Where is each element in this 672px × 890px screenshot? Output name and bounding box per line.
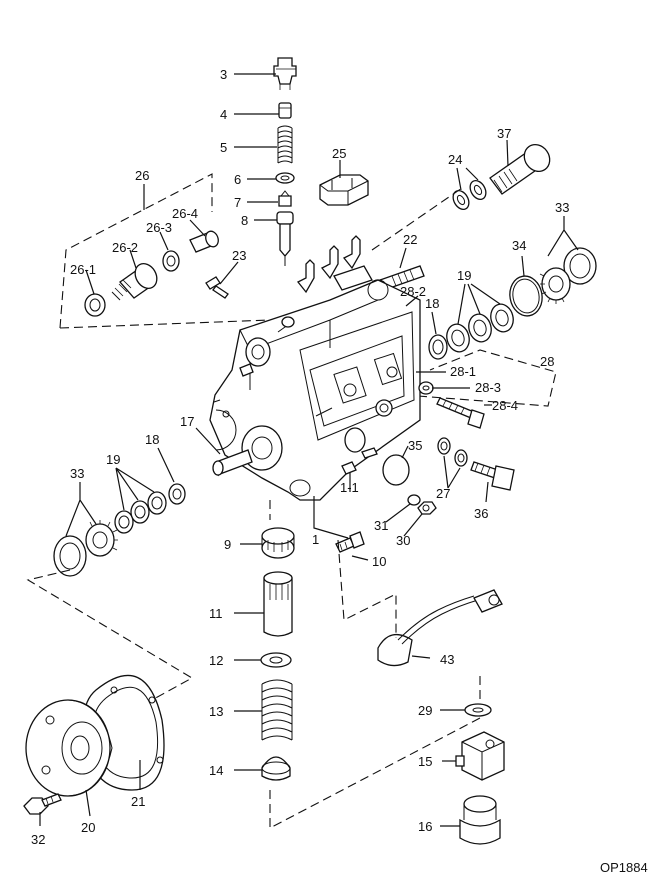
label-32: 32 (31, 832, 45, 847)
label-34: 34 (512, 238, 526, 253)
part-31-washer (407, 494, 421, 506)
label-31: 31 (374, 518, 388, 533)
label-15: 15 (418, 754, 432, 769)
part-14-seat (261, 756, 291, 781)
part-24-washers (452, 180, 487, 210)
part-19-washers-bottom (114, 491, 167, 534)
part-18-ring-bottom (168, 483, 186, 505)
part-27-washers (437, 437, 468, 467)
part-12-washer (260, 652, 292, 668)
part-8-delivery-valve (276, 211, 294, 266)
label-7: 7 (234, 195, 241, 210)
label-28-2: 28-2 (400, 284, 426, 299)
part-20-flange (25, 699, 113, 797)
part-9-collar (261, 527, 295, 559)
part-26-2 (111, 263, 158, 301)
label-37: 37 (497, 126, 511, 141)
part-28-3-washer (418, 381, 434, 395)
label-20: 20 (81, 820, 95, 835)
label-28: 28 (540, 354, 554, 369)
label-43: 43 (440, 652, 454, 667)
part-6-washer (275, 172, 295, 184)
label-28-1: 28-1 (450, 364, 476, 379)
part-36-bolt (470, 461, 515, 491)
part-18-ring-top (428, 334, 448, 360)
label-27: 27 (436, 486, 450, 501)
label-5: 5 (220, 140, 227, 155)
label-12: 12 (209, 653, 223, 668)
label-16: 16 (418, 819, 432, 834)
part-26-4 (189, 230, 219, 253)
label-29: 29 (418, 703, 432, 718)
part-4-valve (278, 102, 292, 119)
label-28-4: 28-4 (492, 398, 518, 413)
part-13-spring (261, 679, 293, 741)
label-3: 3 (220, 67, 227, 82)
label-35: 35 (408, 438, 422, 453)
label-36: 36 (474, 506, 488, 521)
part-7-holder (278, 190, 292, 207)
part-10-screw (335, 531, 365, 553)
label-23: 23 (232, 248, 246, 263)
label-6: 6 (234, 172, 241, 187)
label-8: 8 (241, 213, 248, 228)
part-28-4-bolt (436, 397, 485, 429)
label-24: 24 (448, 152, 462, 167)
part-35-plate (382, 454, 410, 486)
label-21: 21 (131, 794, 145, 809)
part-15-solenoid (455, 731, 505, 781)
part-29-washer (464, 703, 492, 717)
part-25-bracket (319, 174, 369, 206)
label-17: 17 (180, 414, 194, 429)
part-16-plug (459, 795, 501, 845)
leader-lines (39, 73, 579, 827)
part-26-1 (84, 293, 106, 317)
label-26-4: 26-4 (172, 206, 198, 221)
label-26-1: 26-1 (70, 262, 96, 277)
part-43-sensor (377, 589, 503, 667)
part-30-nut (417, 501, 437, 515)
part-33-gear-top (539, 247, 597, 304)
label-28-3: 28-3 (475, 380, 501, 395)
part-1-1-screw (341, 447, 378, 475)
label-26-3: 26-3 (146, 220, 172, 235)
label-4: 4 (220, 107, 227, 122)
part-3-fitting (273, 57, 297, 90)
part-26-3 (162, 250, 180, 272)
part-17-shaft (212, 425, 283, 476)
part-23-screw (205, 276, 229, 299)
label-11: 11 (209, 606, 223, 621)
label-1-1: 1-1 (340, 480, 359, 495)
label-26: 26 (135, 168, 149, 183)
label-14: 14 (209, 763, 223, 778)
label-1: 1 (312, 532, 319, 547)
label-22: 22 (403, 232, 417, 247)
label-10: 10 (372, 554, 386, 569)
label-33-top: 33 (555, 200, 569, 215)
part-5-spring (277, 125, 293, 164)
label-26-2: 26-2 (112, 240, 138, 255)
label-33-bottom: 33 (70, 466, 84, 481)
part-11-tappet (263, 571, 293, 637)
part-34-o-ring (509, 275, 543, 317)
part-26-group (59, 173, 323, 329)
label-30: 30 (396, 533, 410, 548)
label-9: 9 (224, 537, 231, 552)
part-labels: 3 4 5 6 7 8 25 24 37 26 26-4 26-3 26-2 2… (31, 67, 648, 875)
label-19-top: 19 (457, 268, 471, 283)
part-33-gear-bottom (53, 520, 118, 577)
label-25: 25 (332, 146, 346, 161)
part-19-washers-top (446, 303, 514, 353)
part-37-banjo-bolt (489, 143, 551, 195)
part-28-ring (375, 399, 393, 417)
label-18-bottom: 18 (145, 432, 159, 447)
label-13: 13 (209, 704, 223, 719)
part-32-bolt (23, 793, 62, 815)
label-19-bottom: 19 (106, 452, 120, 467)
label-18-top: 18 (425, 296, 439, 311)
drawing-code: OP1884 (600, 860, 648, 875)
